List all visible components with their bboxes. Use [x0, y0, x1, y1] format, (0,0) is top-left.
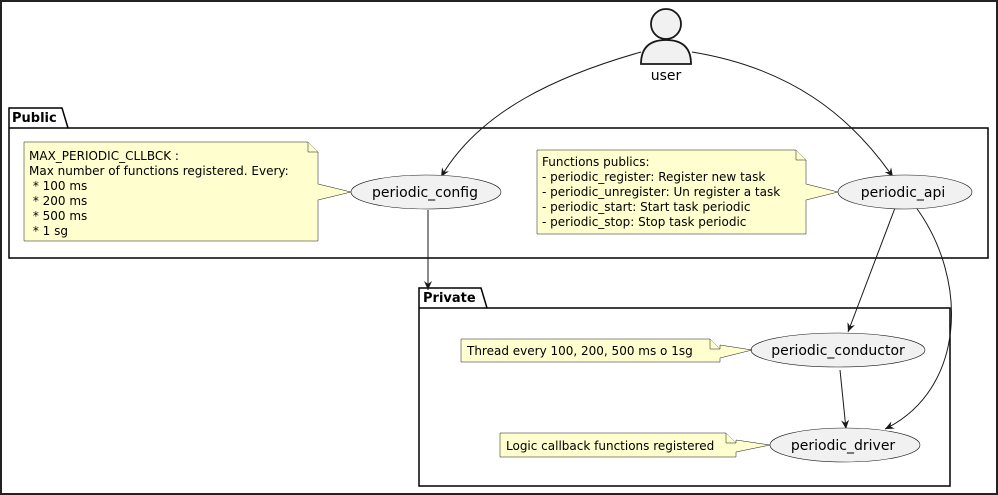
usecase-periodic-api-label: periodic_api — [861, 185, 946, 201]
package-private-title: Private — [423, 291, 476, 306]
note-api-line: - periodic_stop: Stop task periodic — [542, 215, 746, 229]
usecase-periodic-conductor-label: periodic_conductor — [771, 343, 905, 359]
usecase-periodic-config-label: periodic_config — [372, 185, 478, 201]
edge-api-to-driver — [884, 205, 952, 430]
note-config-line: MAX_PERIODIC_CLLBCK : — [29, 149, 179, 163]
note-conductor-line: Thread every 100, 200, 500 ms o 1sg — [466, 344, 693, 358]
note-api-line: - periodic_start: Start task periodic — [542, 200, 750, 214]
note-api-line: Functions publics: — [542, 155, 650, 169]
usecase-periodic-driver: periodic_driver — [769, 427, 921, 463]
note-api-line: - periodic_unregister: Un register a tas… — [542, 185, 780, 199]
edge-conductor-to-driver — [839, 369, 850, 430]
edge-api-to-conductor — [847, 207, 896, 333]
actor-body-icon — [640, 39, 692, 65]
note-conductor: Thread every 100, 200, 500 ms o 1sg — [460, 338, 753, 363]
note-config-line: * 500 ms — [29, 209, 87, 223]
note-config-line: * 200 ms — [29, 194, 87, 208]
actor-label: user — [651, 68, 682, 84]
package-public-title: Public — [12, 111, 57, 126]
usecase-periodic-conductor: periodic_conductor — [750, 332, 926, 368]
note-api: Functions publics: - periodic_register: … — [536, 149, 839, 235]
edge-user-to-api — [691, 51, 894, 178]
note-config-line: * 100 ms — [29, 179, 87, 193]
note-driver-line: Logic callback functions registered — [506, 439, 714, 453]
note-driver: Logic callback functions registered — [499, 432, 771, 458]
edge-user-to-config — [440, 51, 642, 178]
usecase-periodic-driver-label: periodic_driver — [791, 438, 896, 454]
note-config-line: * 1 sg — [29, 224, 68, 238]
actor-user: user — [640, 8, 692, 84]
note-config: MAX_PERIODIC_CLLBCK : Max number of func… — [23, 141, 352, 242]
usecase-periodic-api: periodic_api — [837, 174, 973, 210]
usecase-periodic-config: periodic_config — [350, 174, 502, 210]
note-api-line: - periodic_register: Register new task — [542, 170, 765, 184]
note-config-line: Max number of functions registered. Ever… — [29, 164, 289, 178]
actor-head-icon — [650, 8, 682, 40]
